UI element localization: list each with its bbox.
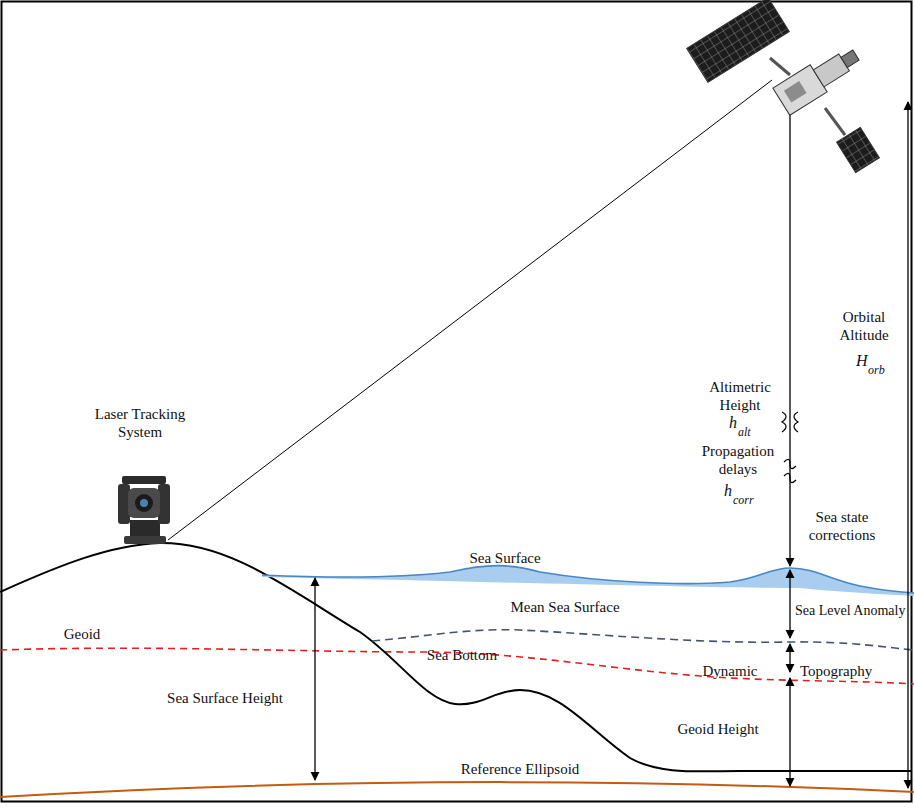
sea-fill bbox=[262, 566, 914, 596]
surface-label: Sea Surface bbox=[469, 549, 540, 567]
height-label: Altimetric Height bbox=[690, 378, 790, 414]
device-label: Laser Tracking System bbox=[75, 405, 205, 441]
brace-mark bbox=[782, 412, 798, 432]
ssh-arrow bbox=[314, 578, 315, 780]
symbol-subscript: alt bbox=[738, 423, 751, 441]
quantity-label: Dynamic bbox=[703, 662, 758, 680]
symbol: h bbox=[724, 482, 732, 500]
ellipsoid-curve bbox=[0, 782, 914, 797]
brace-mark bbox=[784, 459, 796, 482]
geoid-height-arrow bbox=[789, 678, 790, 786]
mean-sea-surface-curve bbox=[372, 630, 914, 650]
altitude-label: Orbital Altitude bbox=[825, 308, 903, 344]
symbol-subscript: orb bbox=[868, 361, 885, 379]
anomaly-arrow bbox=[789, 570, 790, 638]
symbol: H bbox=[856, 352, 868, 370]
correction-label: Sea state corrections bbox=[787, 508, 897, 544]
surface-label: Geoid bbox=[64, 625, 101, 643]
symbol: h bbox=[729, 414, 737, 432]
orbital-arrow bbox=[907, 102, 908, 788]
symbol-subscript: corr bbox=[733, 491, 754, 509]
surface-label: Sea Bottom bbox=[427, 646, 497, 664]
quantity-label: Sea Surface Height bbox=[167, 689, 283, 707]
quantity-label: Topography bbox=[800, 662, 872, 680]
quantity-label: Geoid Height bbox=[677, 720, 758, 738]
surface-label: Reference Ellipsoid bbox=[461, 760, 580, 778]
satellite bbox=[687, 0, 880, 173]
altimetric-arrow bbox=[789, 80, 790, 566]
surface-label: Mean Sea Surface bbox=[510, 598, 619, 616]
laser-line bbox=[168, 80, 772, 540]
quantity-label: Sea Level Anomaly bbox=[795, 602, 905, 620]
sea-surface-curve bbox=[262, 566, 914, 593]
laser-tracker-icon bbox=[118, 476, 170, 544]
delay-label: Propagation delays bbox=[688, 442, 788, 478]
topography-arrow bbox=[789, 644, 790, 672]
